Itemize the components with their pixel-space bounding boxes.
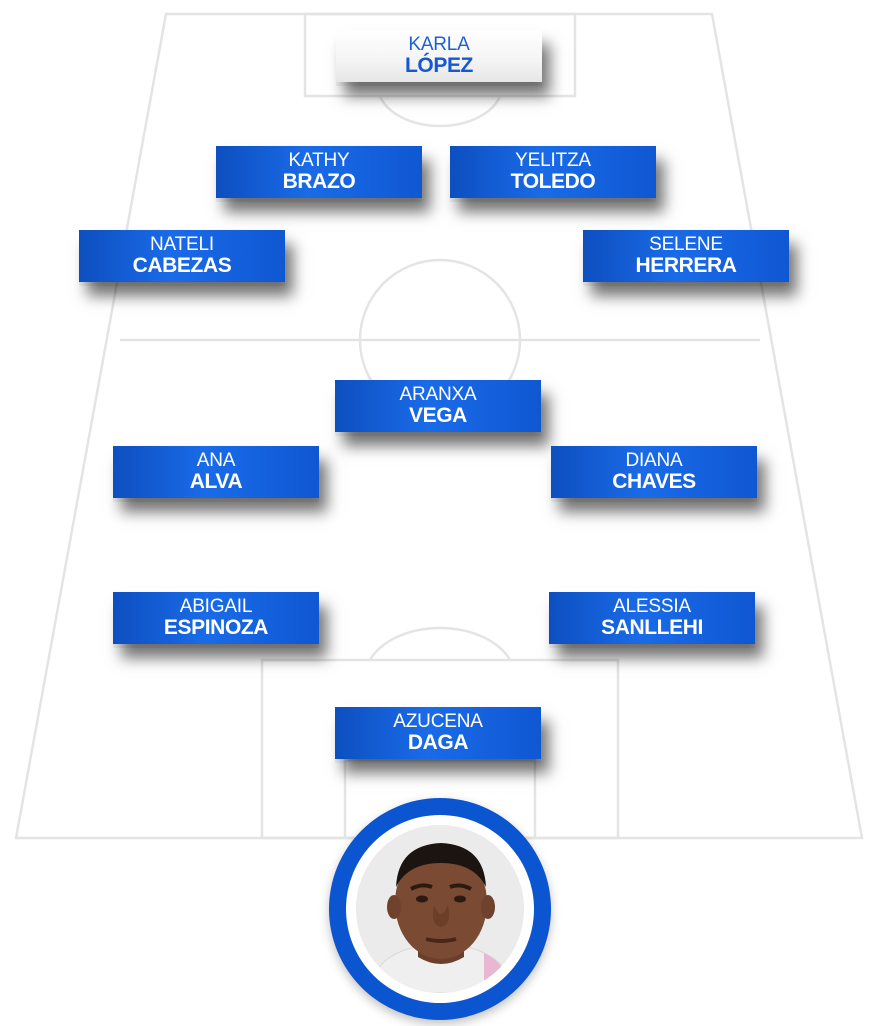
coach-portrait-photo	[356, 825, 524, 993]
player-first-name: SELENE	[649, 234, 723, 255]
player-first-name: KARLA	[408, 34, 470, 55]
player-first-name: DIANA	[625, 450, 683, 471]
player-last-name: VEGA	[409, 403, 467, 427]
player-first-name: AZUCENA	[393, 711, 483, 732]
player-first-name: KATHY	[288, 150, 350, 171]
player-last-name: BRAZO	[282, 169, 356, 193]
player-card-defender: SELENE HERRERA	[583, 230, 789, 282]
coach-portrait-icon	[356, 825, 524, 993]
player-last-name: TOLEDO	[510, 169, 596, 193]
player-first-name: ABIGAIL	[179, 596, 253, 617]
player-card-defender: NATELI CABEZAS	[79, 230, 285, 282]
player-card-forward: ALESSIA SANLLEHI	[549, 592, 755, 644]
player-first-name: NATELI	[150, 234, 214, 255]
player-card-defender: KATHY BRAZO	[216, 146, 422, 198]
top-penalty-box	[303, 12, 577, 98]
player-first-name: YELITZA	[515, 150, 591, 171]
top-penalty-arc	[378, 95, 502, 128]
player-card-midfielder: DIANA CHAVES	[551, 446, 757, 498]
player-last-name: HERRERA	[635, 253, 737, 277]
player-last-name: CABEZAS	[132, 253, 232, 277]
player-last-name: ALVA	[189, 469, 243, 493]
player-card-forward: ABIGAIL ESPINOZA	[113, 592, 319, 644]
player-first-name: ANA	[196, 450, 236, 471]
player-last-name: ESPINOZA	[163, 615, 269, 639]
player-last-name: CHAVES	[612, 469, 696, 493]
player-card-forward: AZUCENA DAGA	[335, 707, 541, 759]
player-card-midfielder: ANA ALVA	[113, 446, 319, 498]
coach-badge-inner-ring	[346, 815, 534, 1003]
player-card-goalkeeper: KARLA LÓPEZ	[336, 30, 542, 82]
player-card-defender: YELITZA TOLEDO	[450, 146, 656, 198]
player-last-name: SANLLEHI	[601, 615, 703, 639]
bottom-penalty-arc	[368, 626, 512, 661]
player-last-name: LÓPEZ	[404, 53, 473, 77]
player-card-midfielder: ARANXA VEGA	[335, 380, 541, 432]
player-first-name: ALESSIA	[613, 596, 691, 617]
player-first-name: ARANXA	[399, 384, 477, 405]
coach-badge	[329, 798, 551, 1020]
player-last-name: DAGA	[407, 730, 469, 754]
